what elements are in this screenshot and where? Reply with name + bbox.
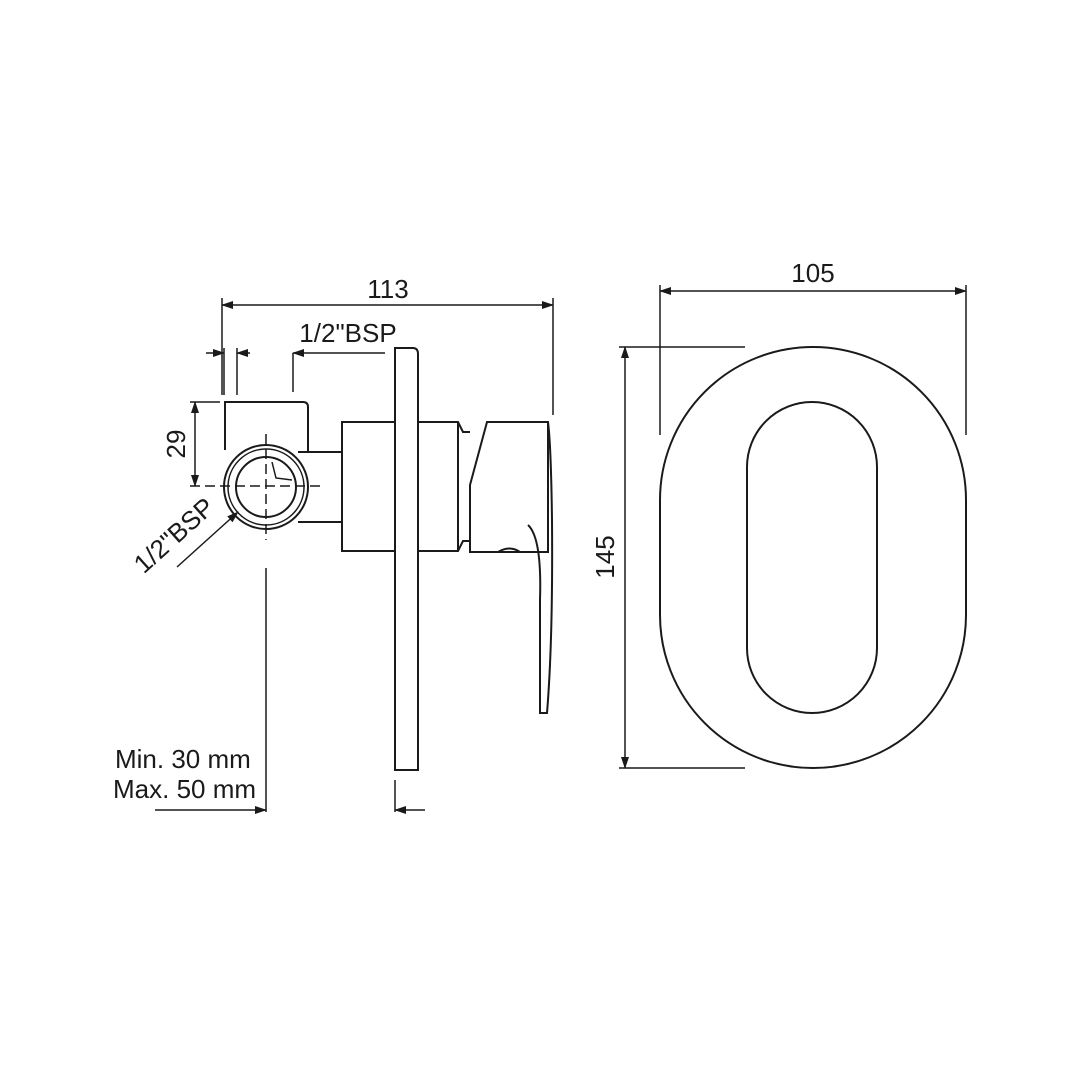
side-view: 113 1/2"BSP 29 1/2"BSP [113, 274, 554, 814]
thread-mark [271, 461, 293, 481]
dimension-29-label: 29 [161, 430, 191, 459]
dimension-105-label: 105 [791, 258, 834, 288]
wall-depth-min-label: Min. 30 mm [115, 744, 251, 774]
lever [527, 421, 554, 714]
dimension-29: 29 [161, 401, 320, 487]
dimension-105: 105 [659, 258, 967, 435]
plate-inner-outline [746, 401, 878, 714]
inlet-top-label: 1/2"BSP [299, 318, 396, 348]
inlet-side-label: 1/2"BSP [128, 492, 220, 579]
wall-depth-max-label: Max. 50 mm [113, 774, 256, 804]
handle-block [469, 421, 549, 553]
dimension-113-label: 113 [367, 274, 408, 304]
front-view: 105 145 [590, 258, 967, 769]
dimension-inlet-side: 1/2"BSP [128, 492, 239, 579]
pipe-connector [298, 451, 342, 523]
top-fitting [224, 401, 309, 452]
dimension-145: 145 [590, 346, 745, 769]
handle-detail [497, 547, 521, 553]
dimension-wall-depth: Min. 30 mm Max. 50 mm [113, 568, 425, 814]
dimension-inlet-top: 1/2"BSP [206, 318, 397, 395]
cover-plate [394, 347, 419, 771]
dimension-113: 113 [221, 274, 554, 415]
body-front [418, 421, 470, 552]
valve-body [341, 421, 396, 552]
dimension-145-label: 145 [590, 535, 620, 578]
cover-plate-outline [659, 346, 967, 769]
